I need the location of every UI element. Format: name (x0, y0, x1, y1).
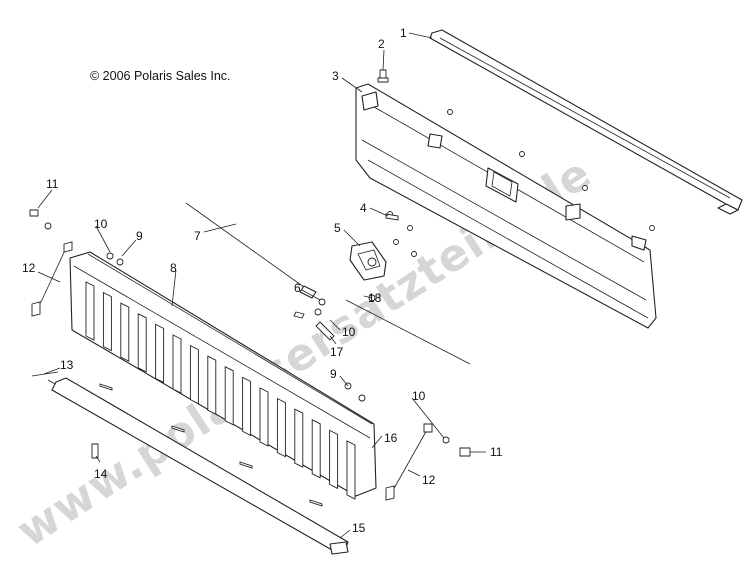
top-rail-part (429, 29, 743, 215)
tailgate-slot (137, 313, 147, 373)
callout-17: 17 (330, 345, 344, 359)
tailgate-slot (189, 344, 199, 405)
callout-6: 6 (294, 281, 301, 295)
tailgate-slot (155, 323, 165, 384)
tailgate-slot (242, 376, 252, 437)
callout-9-bottom: 9 (330, 367, 337, 381)
tailgate-slot (276, 397, 286, 458)
tailgate-slot (224, 366, 234, 426)
tailgate-slot (85, 281, 95, 341)
callout-10-right: 10 (412, 389, 426, 403)
tailgate-slot (329, 429, 339, 490)
callout-12-right: 12 (422, 473, 436, 487)
callout-12-left: 12 (22, 261, 36, 275)
callout-5: 5 (334, 221, 341, 235)
hardware-small-parts (29, 209, 471, 507)
callout-2: 2 (378, 37, 385, 51)
callout-16: 16 (384, 431, 398, 445)
callout-11-left: 11 (46, 177, 59, 191)
tailgate-slot (259, 387, 269, 447)
copyright-text: © 2006 Polaris Sales Inc. (90, 69, 231, 83)
bottom-rail-part-15 (51, 377, 349, 555)
callout-10-left: 10 (94, 217, 108, 231)
callout-11-right: 11 (490, 445, 503, 459)
callout-1: 1 (400, 26, 407, 40)
tailgate-slots (85, 281, 356, 500)
bolt-part-2 (377, 69, 389, 83)
callout-10-middle: 10 (342, 325, 356, 339)
callout-14: 14 (94, 467, 108, 481)
tailgate-slot (207, 355, 217, 415)
callout-9-top: 9 (136, 229, 143, 243)
rear-panel-screws (387, 109, 655, 257)
callout-4: 4 (360, 201, 367, 215)
tailgate-slot (294, 408, 304, 468)
leader-lines (37, 32, 486, 539)
screw-part-4 (385, 213, 399, 221)
tailgate-slot (346, 440, 356, 500)
latch-part-5 (349, 241, 387, 281)
rear-tailgate-panel (355, 83, 657, 329)
tailgate-slot (311, 419, 321, 479)
callout-15: 15 (352, 521, 366, 535)
tailgate-slot (120, 302, 130, 362)
callout-13: 13 (60, 358, 74, 372)
callout-3: 3 (332, 69, 339, 83)
cable-rod-part-7 (185, 202, 471, 365)
callout-18: 18 (368, 291, 382, 305)
tailgate-slot (102, 291, 112, 352)
cable-part-12-left (31, 241, 73, 317)
callout-8: 8 (170, 261, 177, 275)
callout-7: 7 (194, 229, 201, 243)
cable-part-12-right (385, 423, 433, 501)
tailgate-slot (172, 334, 182, 394)
